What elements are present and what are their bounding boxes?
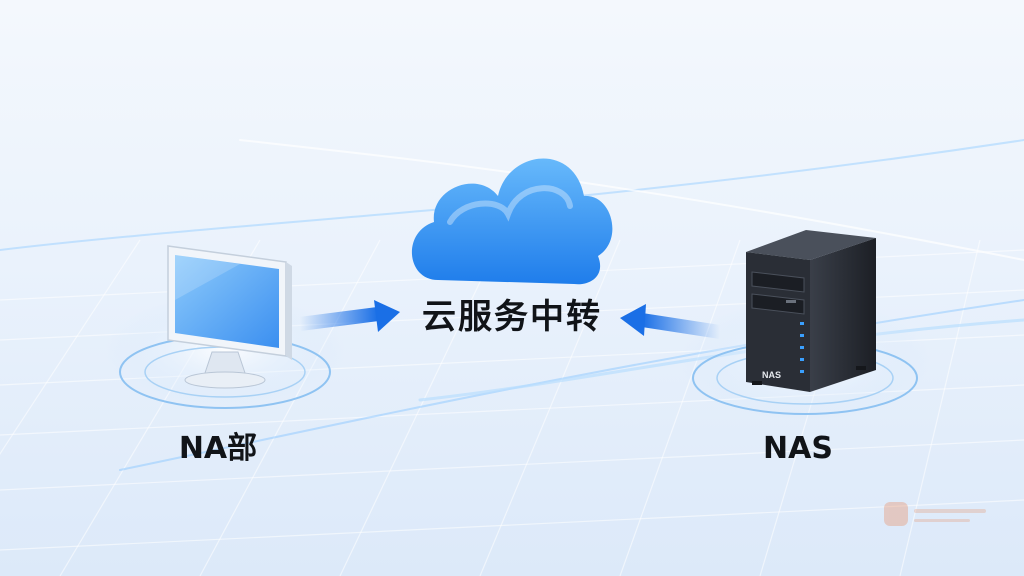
client-device-label: NA部 [178,431,258,466]
nas-device-label: NAS [763,431,833,466]
watermark-logo [884,500,994,530]
arrow-right-icon [299,300,400,332]
cloud-relay-label: 云服务中转 [422,297,602,337]
cloud-icon [411,158,613,285]
monitor-icon [167,245,292,389]
nas-server-icon: NAS [746,230,876,392]
nas-device-text: NAS [762,370,781,380]
arrow-left-icon [620,304,722,339]
